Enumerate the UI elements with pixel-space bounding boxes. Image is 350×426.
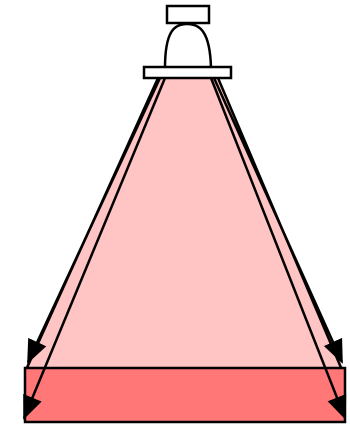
illuminated-surface — [25, 368, 345, 422]
lamp-dome — [165, 24, 211, 68]
lamp-cap — [167, 6, 209, 23]
lamp-base — [144, 67, 231, 78]
light-beam — [24, 78, 344, 370]
